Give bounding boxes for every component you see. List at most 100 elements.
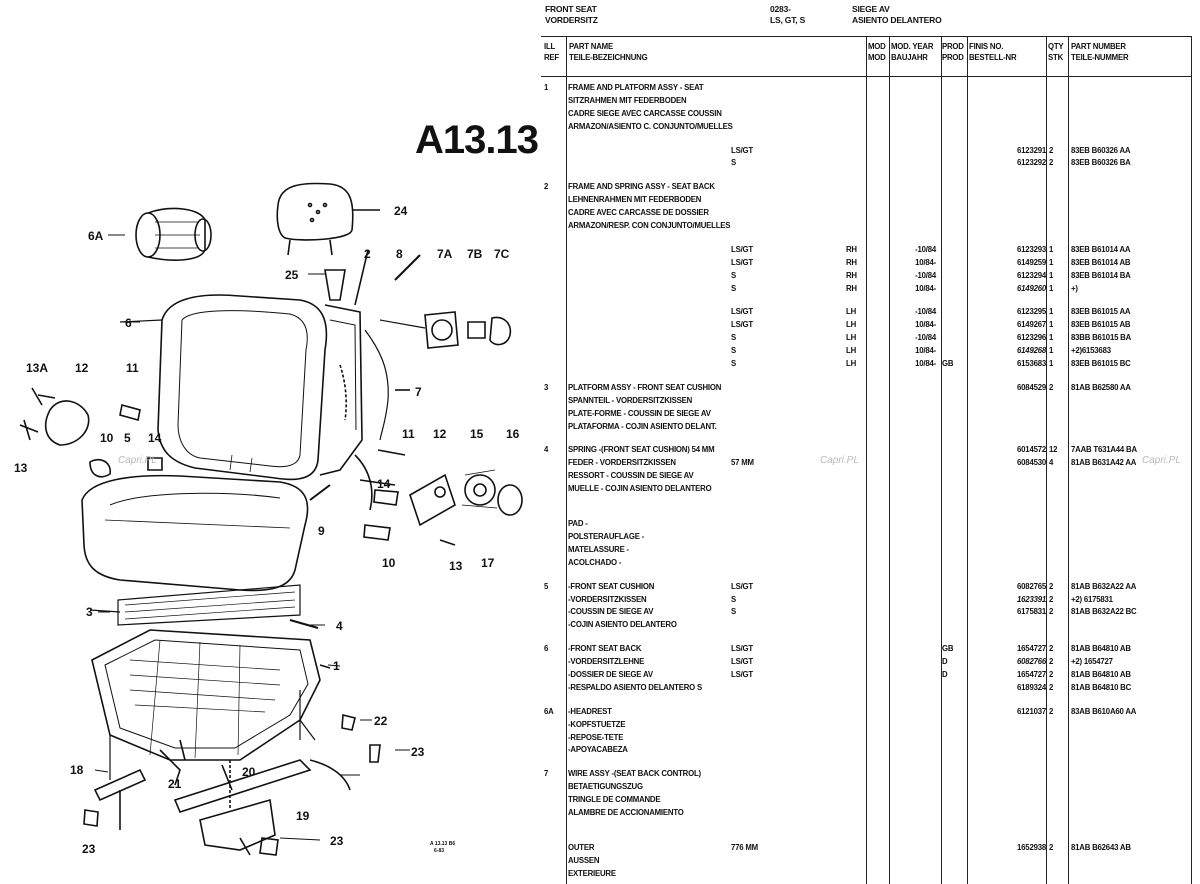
cell-finis: 6121037 [1017, 706, 1046, 716]
cell-mod: S [731, 594, 737, 604]
cell-part: 83EB B60326 BA [1071, 158, 1131, 168]
callout-2: 2 [364, 247, 371, 261]
header-models: LS, GT, S [770, 15, 806, 25]
table-spacer [541, 134, 1192, 145]
cell-ill: 1 [544, 83, 549, 92]
cell-side: LH [846, 307, 856, 317]
cell-part: 83EB B61015 BC [1071, 359, 1131, 369]
cell-mod: 57 MM [731, 458, 754, 468]
callout-13b: 13 [449, 559, 463, 573]
cell-qty: 1 [1049, 283, 1054, 293]
callout-14b: 14 [377, 477, 391, 491]
cell-year: 10/84- [915, 359, 936, 369]
cell-side: RH [846, 244, 857, 254]
cell-mod: S [731, 359, 737, 369]
figure-reference: A13.13 [415, 118, 539, 162]
cell-part: 83EB B61015 AB [1071, 320, 1131, 330]
cell-finis: 6149260 [1017, 283, 1046, 293]
table-spacer [541, 496, 1192, 507]
col-divider [967, 36, 968, 884]
cell-finis: 6123296 [1017, 333, 1046, 343]
cell-name: -VORDERSITZKISSEN [568, 594, 647, 604]
cell-name: FRAME AND PLATFORM ASSY - SEAT [568, 83, 704, 92]
callout-13: 13 [14, 461, 28, 475]
header-title-en: FRONT SEAT [545, 4, 597, 14]
callout-23b: 23 [82, 842, 96, 856]
cell-year: 10/84- [915, 283, 936, 293]
table-row: SPANNTEIL - VORDERSITZKISSEN [541, 395, 1192, 408]
header-title-es: ASIENTO DELANTERO [852, 15, 942, 25]
table-row: -REPOSE-TETE [541, 732, 1192, 745]
callout-12a: 12 [75, 361, 89, 375]
cell-name: ALAMBRE DE ACCIONAMIENTO [568, 807, 684, 817]
cell-qty: 2 [1049, 158, 1054, 168]
cell-qty: 1 [1049, 307, 1054, 317]
cell-part: 81AB B631A42 AA [1071, 458, 1137, 468]
cell-name: AUSSEN [568, 855, 600, 865]
table-row: ARMAZON/RESP. CON CONJUNTO/MUELLES [541, 220, 1192, 233]
cell-name: -DOSSIER DE SIEGE AV [568, 669, 653, 679]
cell-finis: 6149268 [1017, 346, 1046, 356]
header-ill-ref: ILL REF [544, 42, 559, 62]
header-code: 0283- [770, 4, 791, 14]
cell-name: PLATE-FORME - COUSSIN DE SIEGE AV [568, 408, 711, 418]
cell-year: -10/84 [915, 244, 936, 254]
cell-name: RESSORT - COUSSIN DE SIEGE AV [568, 471, 694, 481]
cell-mod: S [731, 333, 737, 343]
cell-name: SPRING -(FRONT SEAT CUSHION) 54 MM [568, 445, 715, 455]
header-title-block-2: SIEGE AV ASIENTO DELANTERO [852, 4, 942, 26]
cell-mod: S [731, 283, 737, 293]
callout-7c: 7C [494, 247, 510, 261]
table-row: CADRE SIEGE AVEC CARCASSE COUSSIN [541, 108, 1192, 121]
cell-name: CADRE SIEGE AVEC CARCASSE COUSSIN [568, 108, 722, 118]
cell-qty: 2 [1049, 581, 1054, 591]
watermark: Capri.PL [1142, 455, 1181, 466]
callout-13a: 13A [26, 361, 48, 375]
callout-labels: 6A 24 25 2 8 7A 7B 7C 6 13A 12 11 13 10 … [14, 204, 520, 856]
callout-21: 21 [168, 777, 182, 791]
callout-18: 18 [70, 763, 84, 777]
cell-side: LH [846, 359, 856, 369]
cell-name: MUELLE - COJIN ASIENTO DELANTERO [568, 484, 712, 494]
table-spacer [541, 507, 1192, 518]
callout-15: 15 [470, 427, 484, 441]
cell-qty: 2 [1049, 682, 1054, 692]
cell-finis: 6153683 [1017, 359, 1046, 369]
table-row: POLSTERAUFLAGE - [541, 531, 1192, 544]
cell-part: 7AAB T631A44 BA [1071, 445, 1137, 455]
table-spacer [541, 831, 1192, 842]
callout-17: 17 [481, 556, 495, 570]
cell-qty: 4 [1049, 458, 1054, 468]
cell-year: 10/84- [915, 320, 936, 330]
parts-table: ILL REF PART NAME TEILE-BEZEICHNUNG MOD … [541, 36, 1192, 884]
header-finis-no: FINIS NO. BESTELL-NR [969, 42, 1017, 62]
recliner-parts-drawing [379, 254, 512, 349]
cable-drawing [364, 329, 410, 441]
callout-10a: 10 [100, 431, 114, 445]
seat-exploded-diagram: 6A 24 25 2 8 7A 7B 7C 6 13A 12 11 13 10 … [14, 182, 523, 856]
cell-ill: 6A [544, 706, 554, 716]
seat-back-frame-drawing [319, 249, 369, 476]
headrest-cylinder-drawing [135, 207, 212, 261]
cell-name: PAD - [568, 519, 588, 529]
cell-year: -10/84 [915, 307, 936, 317]
cell-name: POLSTERAUFLAGE - [568, 531, 645, 541]
cell-name: -RESPALDO ASIENTO DELANTERO S [568, 682, 702, 692]
cell-name: SPANNTEIL - VORDERSITZKISSEN [568, 395, 693, 405]
callout-11b: 11 [402, 427, 415, 441]
cell-qty: 2 [1049, 594, 1054, 604]
cell-part: 83BB B61015 BA [1071, 333, 1132, 343]
cell-year: 10/84- [915, 257, 936, 267]
cell-mod: LS/GT [731, 257, 753, 267]
cell-name: ARMAZON/RESP. CON CONJUNTO/MUELLES [568, 221, 731, 231]
